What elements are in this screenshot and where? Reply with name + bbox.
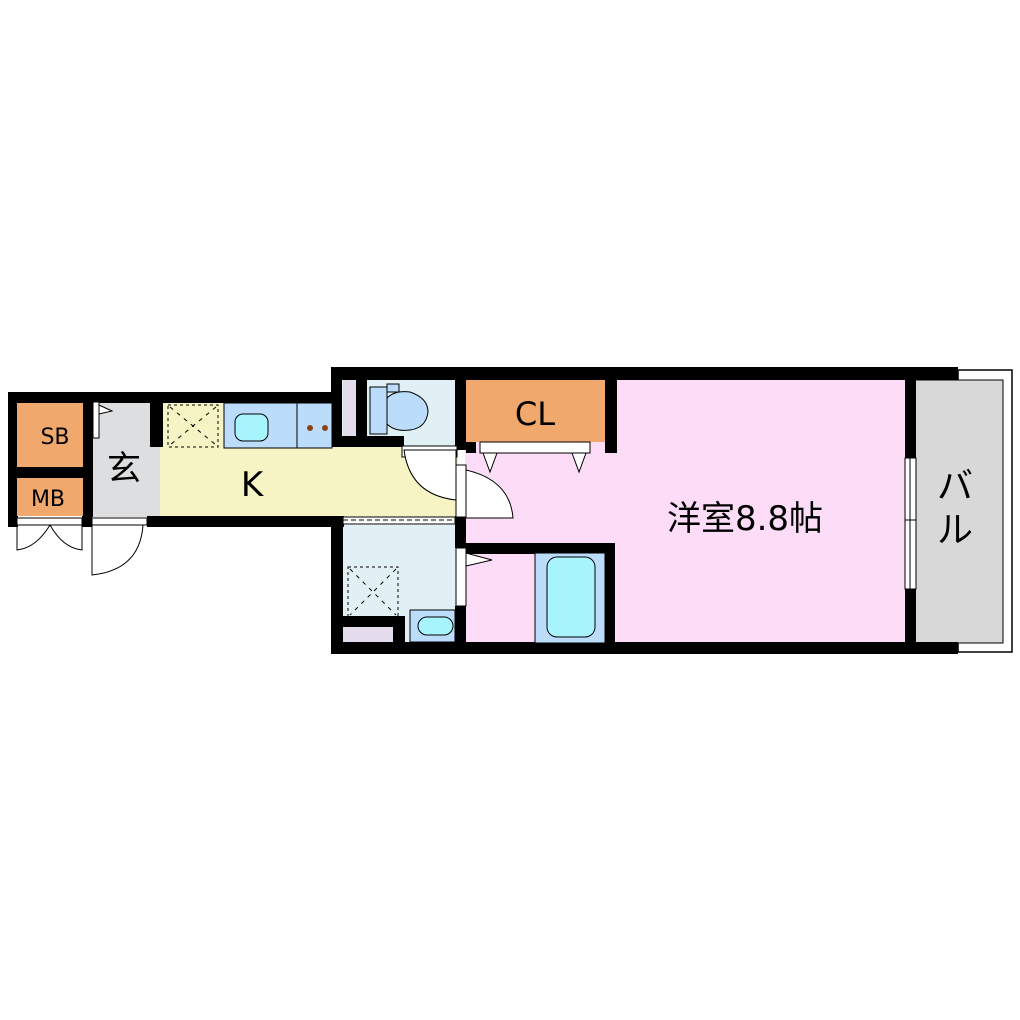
sink-icon [234, 413, 269, 442]
toilet-tank-icon [369, 386, 388, 435]
room-mb [16, 478, 83, 516]
fridge-space [167, 404, 219, 448]
bathtub-basin-icon [546, 556, 596, 638]
room-balcony [914, 379, 1004, 644]
stove-burner-icon [322, 425, 328, 431]
room-sb [16, 402, 83, 468]
room-label-kitchen: K [241, 465, 265, 505]
washer-space [347, 566, 399, 618]
toilet-storage [343, 380, 356, 436]
room-label-balcony-1: バ [937, 466, 973, 507]
room-label-western: 洋室8.8帖 [667, 499, 823, 539]
wash-storage [343, 627, 393, 642]
room-label-genkan: 玄 [107, 449, 141, 489]
room-label-balcony-2: ル [937, 510, 973, 551]
room-label-mb: MB [31, 487, 65, 512]
room-label-sb: SB [40, 425, 69, 450]
room-label-closet: CL [515, 395, 555, 433]
stove-burner-icon [307, 425, 313, 431]
toilet-bowl-icon [386, 391, 429, 431]
room-genkan [92, 402, 160, 517]
doors [16, 401, 917, 607]
walls [8, 367, 958, 654]
